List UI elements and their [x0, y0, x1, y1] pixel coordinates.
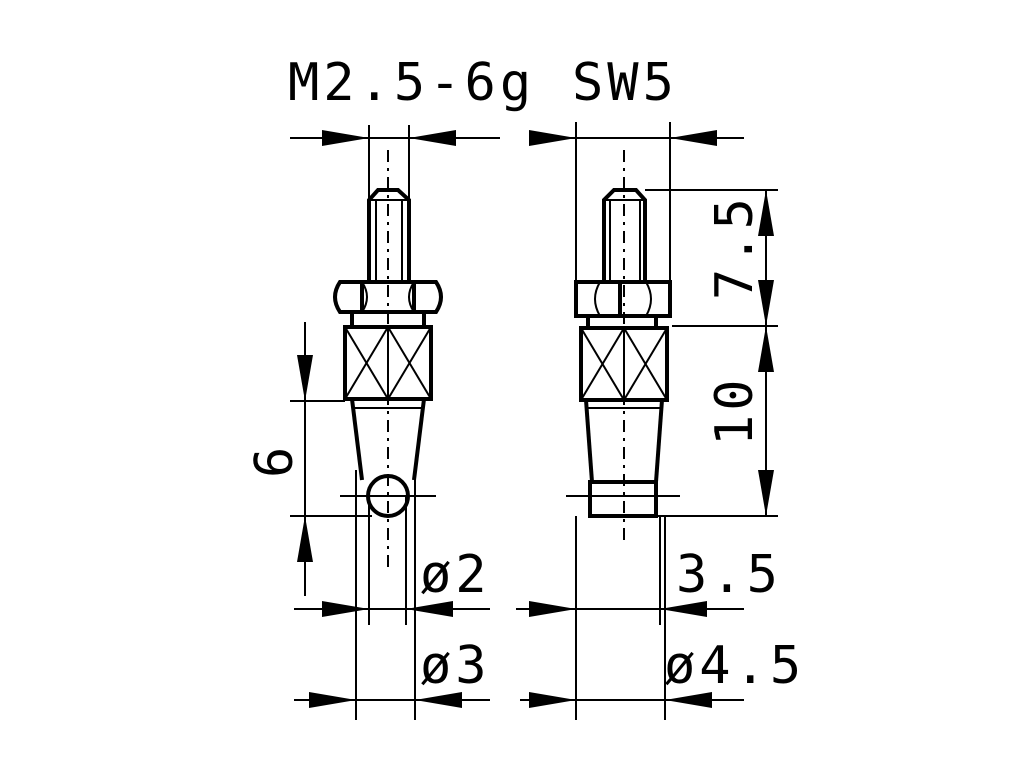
- thread-dimension: [290, 125, 500, 282]
- length-upper-label: 7.5: [705, 194, 765, 300]
- height-dimension: [290, 322, 372, 596]
- length-dimensions: [645, 189, 778, 517]
- diameter-4-5-label: ø4.5: [664, 636, 805, 696]
- flat-tip-part: [566, 150, 680, 545]
- width-3-5-label: 3.5: [676, 545, 782, 605]
- diameter-2-dimension: [294, 496, 490, 625]
- height-left-label: 6: [245, 443, 305, 478]
- thread-label: M2.5-6g: [288, 53, 535, 113]
- diameter-4-5-dimension: [520, 516, 744, 720]
- diameter-3-label: ø3: [420, 636, 491, 696]
- diameter-2-label: ø2: [420, 545, 491, 605]
- diameter-3-dimension: [294, 470, 490, 720]
- wrench-dimension: [529, 122, 744, 282]
- wrench-size-label: SW5: [572, 53, 678, 113]
- length-lower-label: 10: [705, 375, 765, 446]
- ball-tip-part: [333, 150, 443, 570]
- width-3-5-dimension: [516, 516, 744, 720]
